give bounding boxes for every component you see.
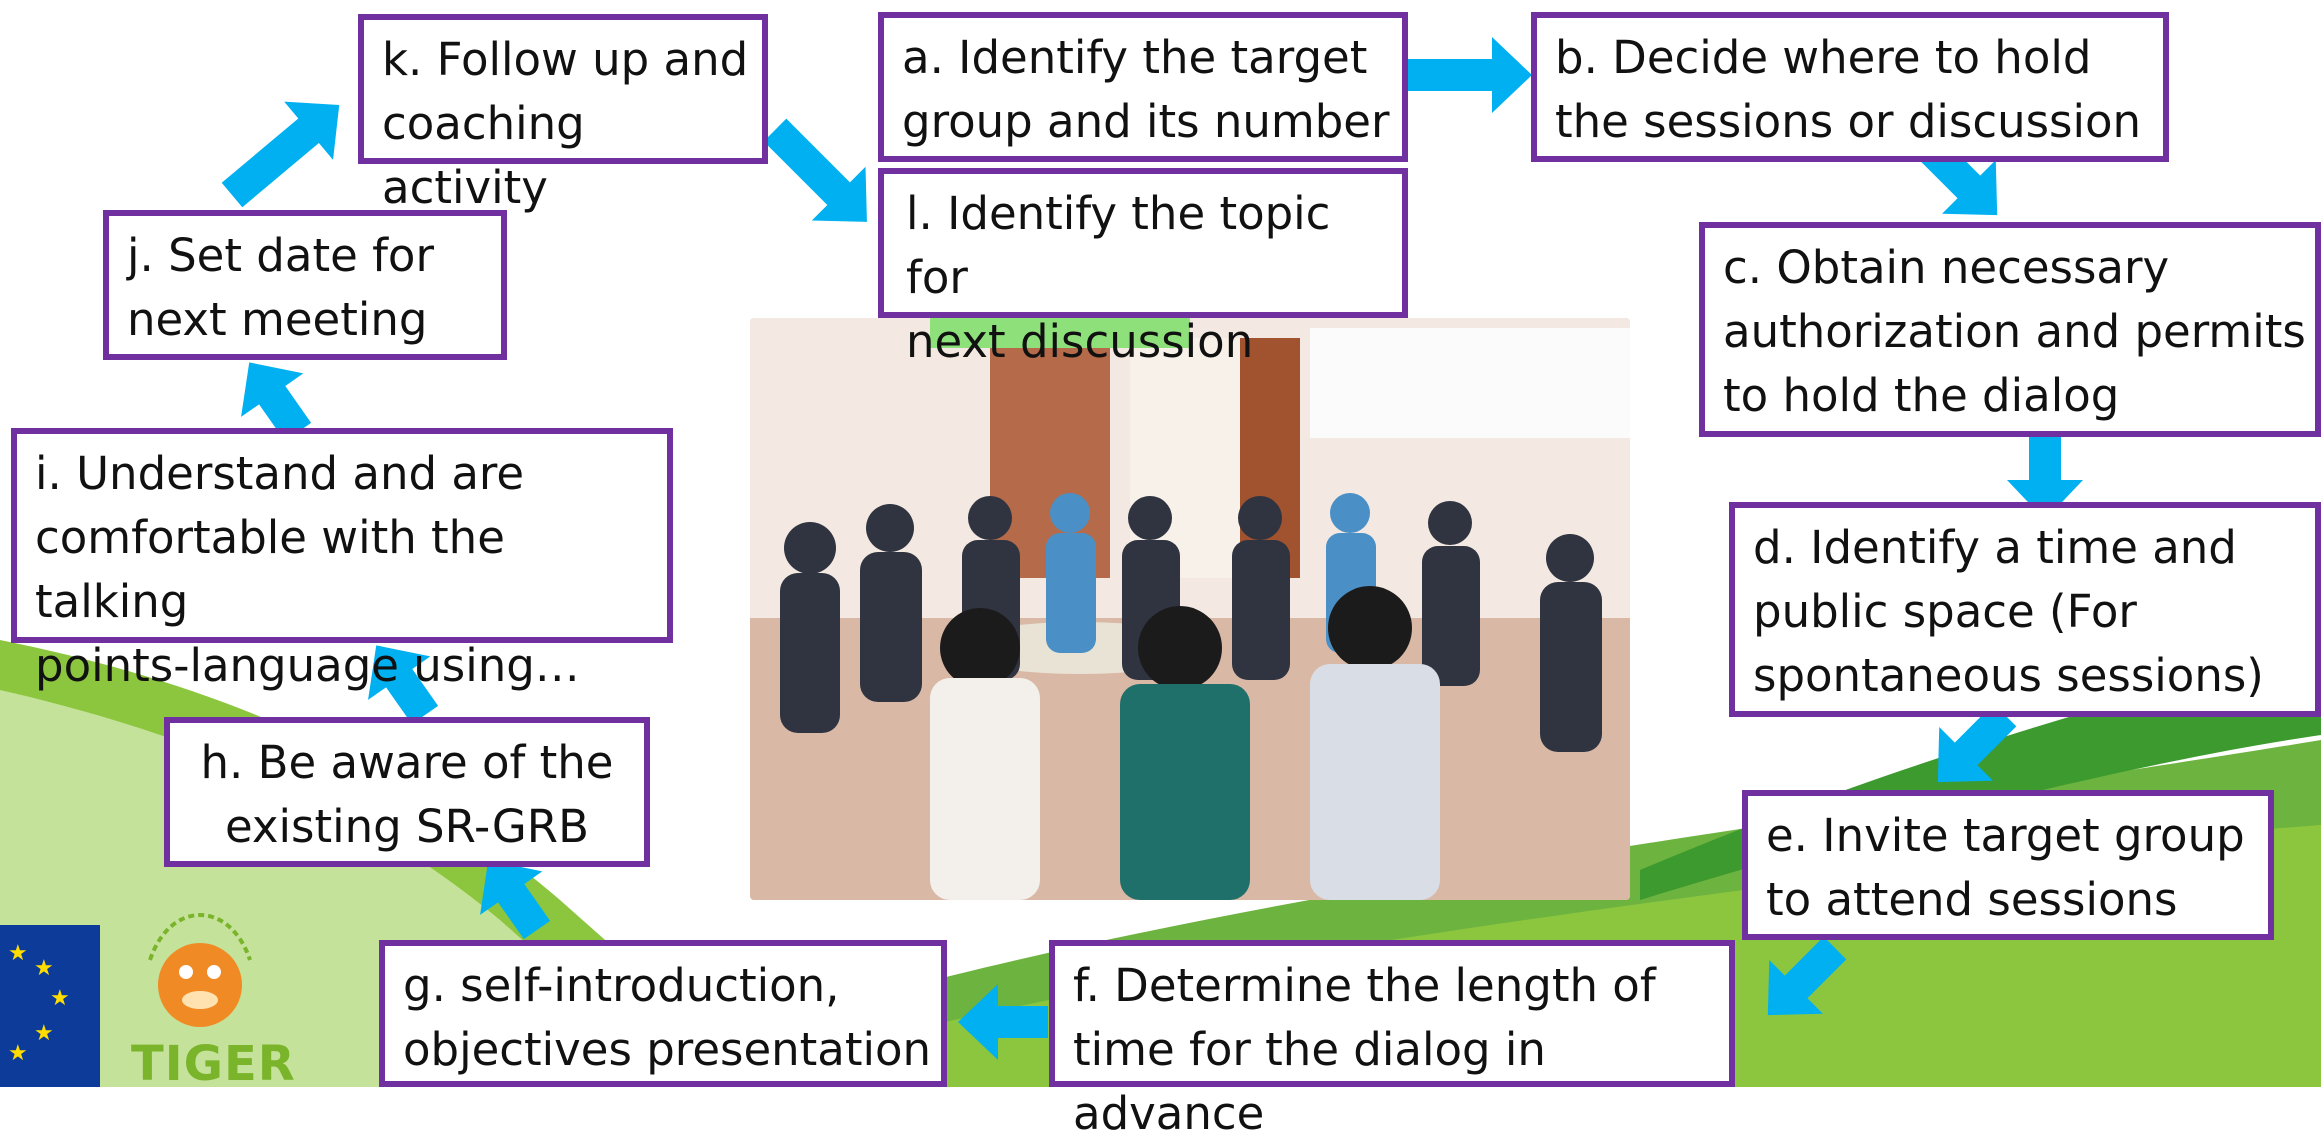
step-i-text: i. Understand and are comfortable with t… (35, 447, 580, 692)
step-c-box: c. Obtain necessary authorization and pe… (1699, 222, 2321, 437)
svg-text:★: ★ (8, 1041, 28, 1066)
arrow-g-to-h (480, 860, 551, 940)
arrow-d-to-e (1937, 703, 2017, 783)
step-j-box: j. Set date for next meeting (103, 210, 507, 360)
arrow-e-to-f (1767, 936, 1847, 1016)
group-discussion-photo (750, 318, 1630, 900)
step-f-box: f. Determine the length of time for the … (1049, 940, 1735, 1140)
step-g-box: g. self-introduction, objectives present… (379, 940, 947, 1087)
step-k-text: k. Follow up and coaching activity (382, 33, 749, 214)
step-l-text: l. Identify the topic for next discussio… (906, 187, 1331, 368)
step-k-box: k. Follow up and coaching activity (358, 14, 768, 214)
step-f-text: f. Determine the length of time for the … (1073, 959, 1656, 1140)
arrow-a-to-b (1402, 37, 1532, 113)
arrow-i-to-j (241, 362, 312, 442)
step-e-text: e. Invite target group to attend session… (1766, 809, 2245, 926)
step-j-text: j. Set date for next meeting (127, 229, 434, 346)
step-i-box: i. Understand and are comfortable with t… (11, 428, 673, 692)
arrow-h-to-i (368, 645, 439, 725)
tiger-logo (148, 913, 252, 1027)
step-h-box: h. Be aware of the existing SR-GRB (164, 717, 650, 867)
step-a-box: a. Identify the target group and its num… (878, 12, 1408, 162)
svg-text:★: ★ (8, 941, 28, 966)
step-c-text: c. Obtain necessary authorization and pe… (1723, 241, 2306, 422)
step-h-text: h. Be aware of the existing SR-GRB (200, 736, 614, 853)
step-b-box: b. Decide where to hold the sessions or … (1531, 12, 2169, 162)
svg-text:★: ★ (34, 1021, 54, 1046)
flow-arrows: ★★★ ★★ (0, 37, 2083, 1087)
step-e-box: e. Invite target group to attend session… (1742, 790, 2274, 940)
step-d-box: d. Identify a time and public space (For… (1729, 502, 2321, 717)
svg-text:★: ★ (34, 956, 54, 981)
arrow-c-to-d (2007, 425, 2083, 520)
step-b-text: b. Decide where to hold the sessions or … (1555, 31, 2142, 148)
arrow-j-to-k (221, 101, 340, 208)
step-d-text: d. Identify a time and public space (For… (1753, 521, 2264, 702)
step-l-box: l. Identify the topic for next discussio… (878, 168, 1408, 368)
tiger-logo-text: TIGER (131, 1036, 296, 1092)
step-g-text: g. self-introduction, objectives present… (403, 959, 932, 1076)
svg-text:★: ★ (50, 986, 70, 1011)
arrow-f-to-g (958, 984, 1048, 1060)
eu-flag-logo: ★★★ ★★ (0, 925, 100, 1087)
arrow-k-to-l (763, 118, 867, 222)
step-a-text: a. Identify the target group and its num… (902, 31, 1390, 148)
